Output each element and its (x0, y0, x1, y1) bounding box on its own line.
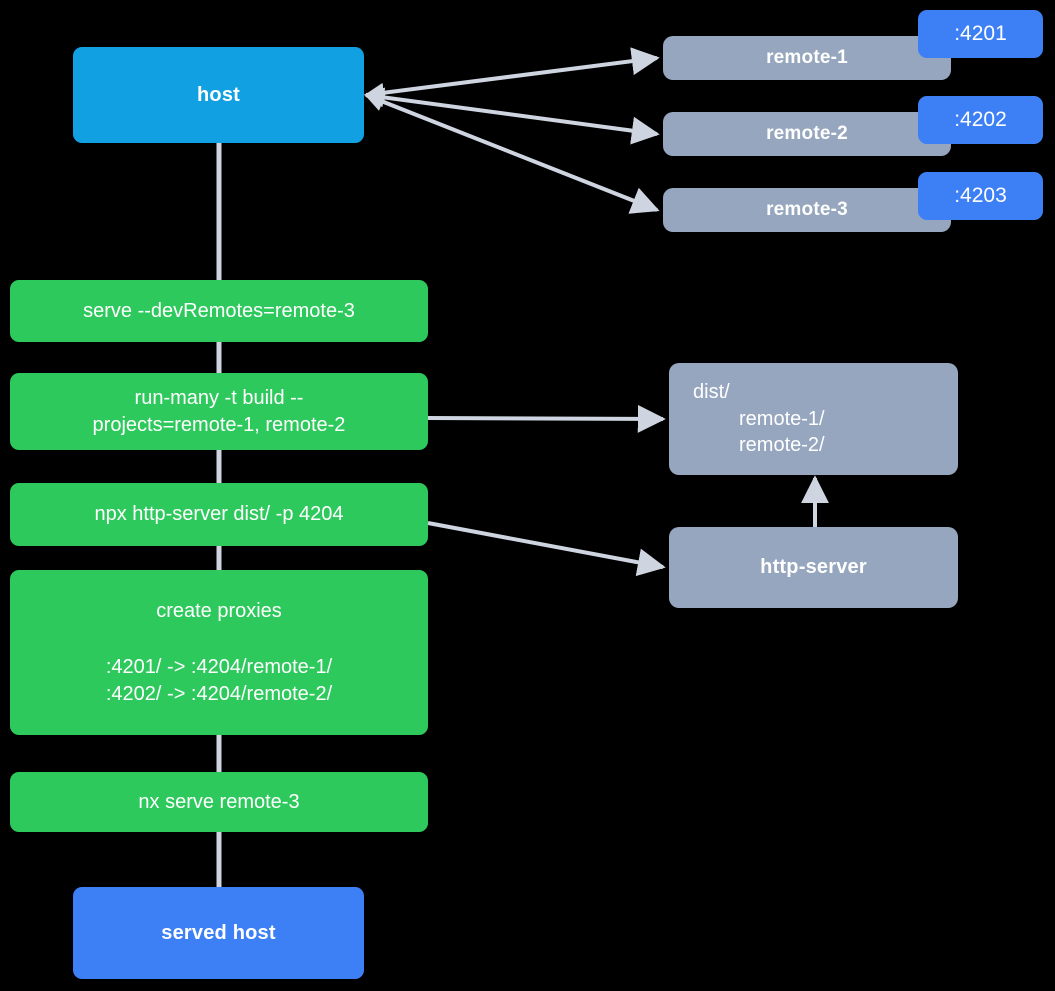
node-command-run-many-line-2: projects=remote-1, remote-2 (92, 413, 346, 436)
node-command-create-proxies-line-2: :4202/ -> :4204/remote-2/ (105, 682, 333, 705)
node-command-create-proxies-title: create proxies (156, 599, 282, 622)
node-http-server-label: http-server (760, 556, 867, 579)
edge-host-to-remote-3 (364, 92, 660, 214)
node-remote-1[interactable]: remote-1 (663, 36, 951, 80)
node-remote-1-label: remote-1 (766, 47, 848, 69)
node-dist-folder-line-2: remote-1/ (739, 407, 825, 430)
node-command-npx-http-server[interactable]: npx http-server dist/ -p 4204 (10, 483, 428, 546)
node-remote-3-label: remote-3 (766, 199, 848, 221)
port-badge-remote-2: :4202 (918, 96, 1043, 144)
port-badge-remote-2-label: :4202 (954, 108, 1007, 132)
edge-host-to-remote-1 (364, 47, 660, 103)
node-command-nx-serve-remote-3[interactable]: nx serve remote-3 (10, 772, 428, 832)
node-command-serve[interactable]: serve --devRemotes=remote-3 (10, 280, 428, 342)
node-remote-2-label: remote-2 (766, 123, 848, 145)
node-dist-folder-line-3: remote-2/ (739, 434, 825, 457)
node-host[interactable]: host (73, 47, 364, 143)
node-command-create-proxies[interactable]: create proxies :4201/ -> :4204/remote-1/… (10, 570, 428, 735)
port-badge-remote-1-label: :4201 (954, 22, 1007, 46)
edge-npx-to-httpserver (427, 521, 666, 577)
port-badge-remote-3: :4203 (918, 172, 1043, 220)
node-command-nx-serve-remote-3-label: nx serve remote-3 (138, 790, 300, 813)
node-command-run-many-line-1: run-many -t build -- (134, 387, 304, 410)
node-command-npx-http-server-label: npx http-server dist/ -p 4204 (94, 503, 344, 526)
node-host-label: host (196, 83, 241, 106)
node-served-host[interactable]: served host (73, 887, 364, 979)
node-http-server[interactable]: http-server (669, 527, 958, 608)
node-served-host-label: served host (161, 921, 276, 944)
port-badge-remote-3-label: :4203 (954, 184, 1007, 208)
node-remote-3[interactable]: remote-3 (663, 188, 951, 232)
edge-runmany-to-dist (427, 404, 666, 433)
edge-host-to-remote-2 (364, 87, 660, 145)
node-command-serve-label: serve --devRemotes=remote-3 (83, 299, 355, 322)
node-dist-folder[interactable]: dist/ remote-1/ remote-2/ (669, 363, 958, 475)
port-badge-remote-1: :4201 (918, 10, 1043, 58)
node-dist-folder-line-1: dist/ (693, 381, 730, 404)
node-command-run-many[interactable]: run-many -t build -- projects=remote-1, … (10, 373, 428, 450)
node-remote-2[interactable]: remote-2 (663, 112, 951, 156)
node-command-create-proxies-line-1: :4201/ -> :4204/remote-1/ (105, 656, 333, 679)
